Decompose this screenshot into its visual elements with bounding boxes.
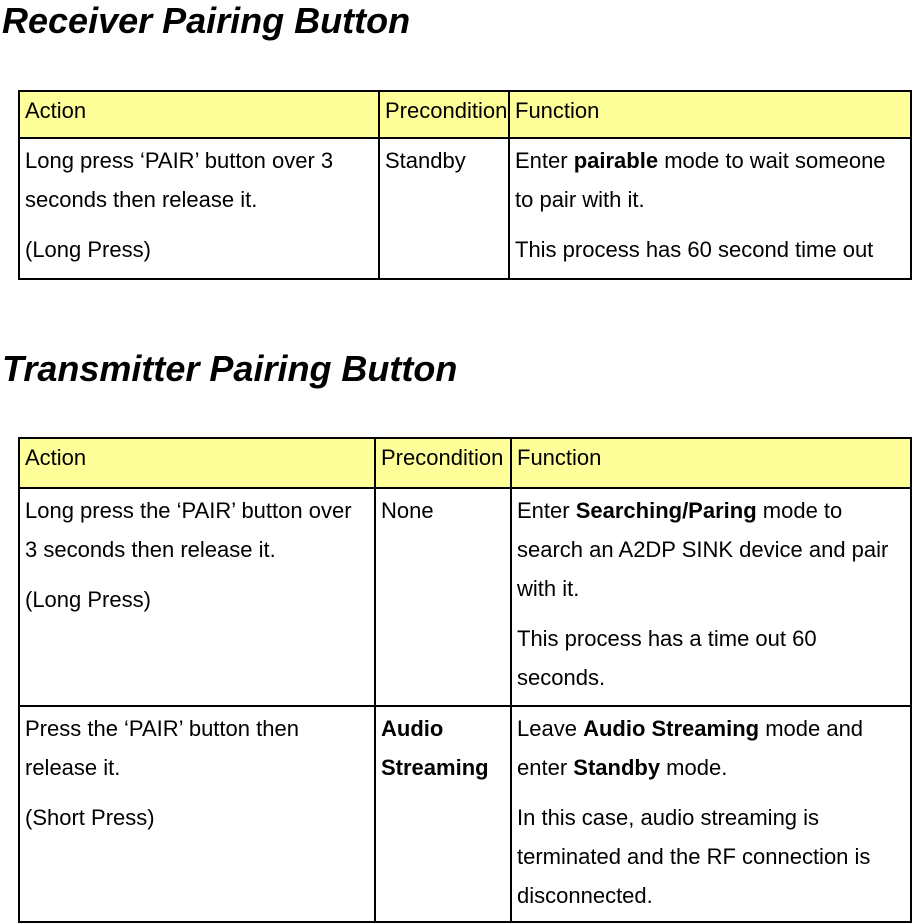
text-run-bold: Standby	[573, 755, 661, 780]
text-run: mode and enter	[517, 716, 864, 780]
function-cell: Enter pairable mode to wait someone to p…	[508, 137, 912, 280]
action-cell: Press the ‘PAIR’ button then release it.…	[18, 705, 376, 923]
text-run-bold: Audio Streaming	[381, 716, 489, 780]
precondition-cell: Standby	[378, 137, 510, 280]
precondition-cell: None	[374, 487, 512, 707]
cell-paragraph: Enter pairable mode to wait someone to p…	[515, 141, 898, 219]
text-run: Standby	[385, 148, 466, 173]
cell-paragraph: Press the ‘PAIR’ button then release it.	[25, 709, 362, 787]
cell-paragraph: (Short Press)	[25, 798, 362, 837]
cell-paragraph: (Long Press)	[25, 580, 362, 619]
text-run: mode to search an A2DP SINK device and p…	[517, 498, 889, 601]
column-header-function: Function	[510, 437, 912, 489]
column-header-action: Action	[18, 90, 380, 139]
action-cell: Long press the ‘PAIR’ button over 3 seco…	[18, 487, 376, 707]
cell-paragraph: Enter Searching/Paring mode to search an…	[517, 491, 898, 608]
transmitter-pairing-table: Action Precondition Function Long press …	[18, 437, 912, 923]
receiver-pairing-table: Action Precondition Function Long press …	[18, 90, 912, 280]
table-row: Long press the ‘PAIR’ button over 3 seco…	[18, 487, 912, 707]
precondition-cell: Audio Streaming	[374, 705, 512, 923]
cell-paragraph: Long press the ‘PAIR’ button over 3 seco…	[25, 491, 362, 569]
section-title-transmitter-pairing-button: Transmitter Pairing Button	[2, 348, 458, 389]
text-run: Long press ‘PAIR’ button over 3 seconds …	[25, 148, 334, 212]
text-run: Leave	[517, 716, 584, 741]
cell-paragraph: (Long Press)	[25, 230, 366, 269]
text-run: This process has 60 second time out	[515, 237, 874, 262]
text-run: Press the ‘PAIR’ button then release it.	[25, 716, 299, 780]
text-run: Enter	[517, 498, 576, 523]
column-header-precondition: Precondition	[378, 90, 510, 139]
function-cell: Enter Searching/Paring mode to search an…	[510, 487, 912, 707]
table-header-row: Action Precondition Function	[18, 437, 912, 489]
cell-paragraph: This process has 60 second time out	[515, 230, 898, 269]
cell-paragraph: None	[381, 491, 498, 530]
text-run: mode.	[660, 755, 728, 780]
table-row: Press the ‘PAIR’ button then release it.…	[18, 705, 912, 923]
text-run: (Long Press)	[25, 237, 151, 262]
table-row: Long press ‘PAIR’ button over 3 seconds …	[18, 137, 912, 280]
cell-paragraph: Audio Streaming	[381, 709, 498, 787]
text-run: This process has a time out 60 seconds.	[517, 626, 817, 690]
cell-paragraph: Standby	[385, 141, 496, 180]
text-run: In this case, audio streaming is termina…	[517, 805, 871, 908]
text-run: Enter	[515, 148, 574, 173]
function-cell: Leave Audio Streaming mode and enter Sta…	[510, 705, 912, 923]
section-title-receiver-pairing-button: Receiver Pairing Button	[2, 0, 411, 41]
text-run: (Short Press)	[25, 805, 155, 830]
cell-paragraph: Long press ‘PAIR’ button over 3 seconds …	[25, 141, 366, 219]
text-run: Long press the ‘PAIR’ button over 3 seco…	[25, 498, 352, 562]
text-run-bold: pairable	[573, 148, 659, 173]
text-run-bold: Searching/Paring	[575, 498, 757, 523]
column-header-action: Action	[18, 437, 376, 489]
text-run-bold: Audio Streaming	[583, 716, 760, 741]
text-run: None	[381, 498, 434, 523]
action-cell: Long press ‘PAIR’ button over 3 seconds …	[18, 137, 380, 280]
table-header-row: Action Precondition Function	[18, 90, 912, 139]
cell-paragraph: In this case, audio streaming is termina…	[517, 798, 898, 915]
column-header-precondition: Precondition	[374, 437, 512, 489]
cell-paragraph: This process has a time out 60 seconds.	[517, 619, 898, 697]
text-run: mode to wait someone to pair with it.	[515, 148, 886, 212]
cell-paragraph: Leave Audio Streaming mode and enter Sta…	[517, 709, 898, 787]
text-run: (Long Press)	[25, 587, 151, 612]
column-header-function: Function	[508, 90, 912, 139]
